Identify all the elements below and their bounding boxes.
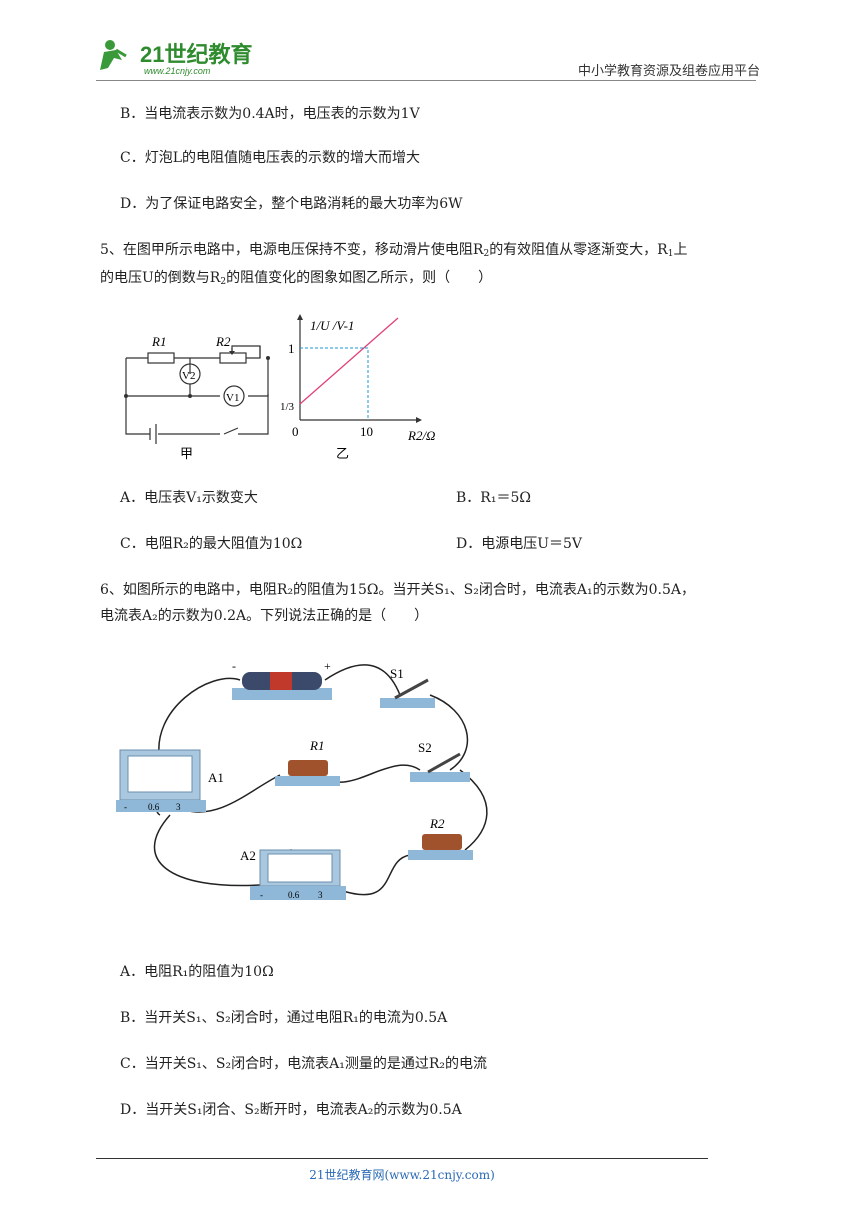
svg-text:R2: R2 [429, 816, 445, 831]
header-divider [96, 80, 756, 81]
q6-option-c: C．当开关S₁、S₂闭合时，电流表A₁测量的是通过R₂的电流 [120, 1056, 487, 1072]
svg-text:R1: R1 [309, 738, 324, 753]
q6-circuit-figure: - + S1 S2 R1 R2 A1 - 0.6 3 A2 - [116, 659, 488, 900]
label-r2: R2 [215, 334, 231, 349]
svg-text:0.6: 0.6 [288, 890, 300, 900]
q5-option-b: B．R₁＝5Ω [456, 490, 531, 506]
q5-figure: R1 R2 V2 V1 甲 1/U /V-1 1 1/3 0 10 R2/Ω 乙 [124, 314, 435, 461]
q6-stem-line1: 6、如图所示的电路中，电阻R₂的阻值为15Ω。当开关S₁、S₂闭合时，电流表A₁… [100, 582, 695, 598]
svg-text:0.6: 0.6 [148, 802, 160, 812]
battery: - + [232, 659, 332, 700]
footer-site-link[interactable]: 21世纪教育网(www.21cnjy.com) [309, 1168, 495, 1182]
q4-option-c: C．灯泡L的电阻值随电压表的示数的增大而增大 [120, 150, 421, 166]
label-v1: V1 [226, 392, 239, 404]
label-yi: 乙 [336, 446, 349, 461]
q5-stem-line2: 的电压U的倒数与R2的阻值变化的图象如图乙所示，则（ ） [100, 270, 493, 287]
svg-text:-: - [232, 659, 236, 673]
q5-option-a: A．电压表V₁示数变大 [120, 490, 258, 506]
svg-text:S2: S2 [418, 740, 432, 755]
x-axis-label: R2/Ω [407, 428, 435, 443]
graph-line [299, 317, 399, 405]
platform-name: 中小学教育资源及组卷应用平台 [577, 64, 760, 79]
tick-one-third: 1/3 [280, 401, 295, 413]
ammeter-a1: A1 - 0.6 3 [116, 749, 224, 812]
logo-text: 21世纪教育 [140, 42, 252, 67]
q6-option-d: D．当开关S₁闭合、S₂断开时，电流表A₂的示数为0.5A [120, 1102, 462, 1118]
tick-1: 1 [288, 341, 295, 356]
graph-yi [297, 314, 422, 423]
circuit-diagram-jia [125, 345, 269, 444]
label-r1: R1 [151, 334, 166, 349]
q5-stem-line1: 5、在图甲所示电路中，电源电压保持不变，移动滑片使电阻R2的有效阻值从零逐渐变大… [100, 242, 688, 259]
ammeter-a2: A2 - 0.6 3 [240, 848, 346, 900]
svg-text:S1: S1 [390, 666, 404, 681]
q6-stem-line2: 电流表A₂的示数为0.2A。下列说法正确的是（ ） [100, 608, 429, 624]
resistor-r1: R1 [275, 738, 340, 786]
q4-option-b: B．当电流表示数为0.4A时，电压表的示数为1V [120, 106, 420, 122]
q5-option-d: D．电源电压U＝5V [456, 536, 583, 552]
logo-url: www.21cnjy.com [144, 66, 211, 76]
svg-text:-: - [260, 890, 263, 900]
q6-option-a: A．电阻R₁的阻值为10Ω [120, 964, 274, 980]
svg-text:A2: A2 [240, 848, 256, 863]
y-axis-label: 1/U /V-1 [310, 318, 354, 333]
svg-text:3: 3 [176, 802, 181, 812]
svg-text:+: + [324, 659, 331, 673]
svg-text:-: - [124, 802, 127, 812]
tick-0: 0 [292, 424, 299, 439]
svg-text:3: 3 [318, 890, 323, 900]
site-logo: 21世纪教育 www.21cnjy.com [100, 40, 252, 76]
slider-arrow-icon [229, 351, 235, 355]
label-jia: 甲 [180, 446, 193, 461]
resistor-r2: R2 [408, 816, 473, 860]
q5-option-c: C．电阻R₂的最大阻值为10Ω [120, 536, 303, 552]
footer-divider [96, 1158, 708, 1159]
svg-text:A1: A1 [208, 770, 224, 785]
dashed-guide [300, 347, 369, 420]
switch-s1: S1 [380, 666, 435, 708]
label-v2: V2 [182, 370, 195, 382]
tick-10: 10 [360, 424, 373, 439]
switch-s2: S2 [410, 740, 470, 782]
q6-option-b: B．当开关S₁、S₂闭合时，通过电阻R₁的电流为0.5A [120, 1010, 448, 1026]
q4-option-d: D．为了保证电路安全，整个电路消耗的最大功率为6W [120, 196, 463, 212]
